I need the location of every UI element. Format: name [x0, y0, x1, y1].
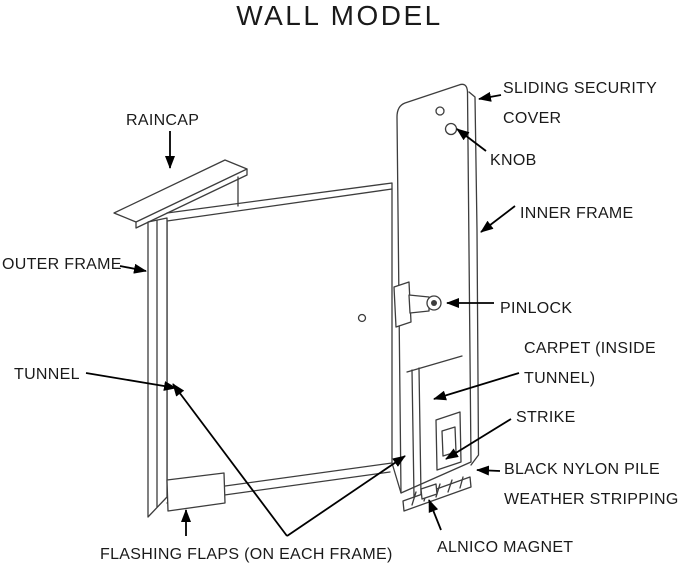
label-sliding-security-cover: SLIDING SECURITY COVER — [503, 80, 658, 127]
flashing-flap-shape — [166, 472, 226, 512]
strike-plate-shape — [435, 411, 462, 471]
face-screw — [357, 313, 367, 323]
sliding-cover-arrow — [478, 91, 502, 102]
label-knob: KNOB — [490, 152, 537, 169]
pinlock-plate — [393, 281, 412, 328]
tunnel-corner-join — [391, 462, 402, 494]
tunnel-arrow — [85, 372, 177, 391]
raincap-lip — [135, 168, 248, 229]
unit-drawing — [113, 83, 480, 518]
label-inner-frame: INNER FRAME — [520, 205, 634, 222]
label-carpet-inside-tunnel: CARPET (INSIDE TUNNEL) — [524, 340, 656, 387]
label-pinlock: PINLOCK — [500, 300, 573, 317]
strike-arrow — [445, 418, 512, 460]
carpet-arrow — [433, 372, 520, 401]
interior-opening-edge — [406, 355, 463, 373]
weather-strip-line-1 — [411, 369, 415, 498]
label-strike: STRIKE — [516, 409, 576, 426]
flashing-flaps-arrow-right — [286, 455, 406, 537]
screw-hole — [435, 106, 445, 116]
pinlock-pin-tip — [431, 300, 437, 306]
outer-frame-arrow — [119, 263, 147, 274]
label-raincap: RAINCAP — [126, 112, 200, 129]
knob-arrow — [456, 128, 487, 152]
label-black-nylon-pile-weather-stripping: BLACK NYLON PILE WEATHER STRIPPING — [504, 461, 679, 508]
label-tunnel: TUNNEL — [14, 366, 80, 383]
tunnel-face-shape — [166, 188, 393, 495]
alnico-magnet-arrow — [428, 499, 442, 531]
leader-lines — [85, 91, 520, 537]
weather-stripping-arrow — [476, 465, 501, 476]
weather-strip-line-2 — [418, 367, 422, 496]
sliding-cover-shape — [396, 83, 472, 494]
inner-frame-arrow — [480, 205, 516, 233]
label-outer-frame: OUTER FRAME — [2, 256, 122, 273]
inner-frame-edge — [468, 91, 480, 466]
label-flashing-flaps: FLASHING FLAPS (ON EACH FRAME) — [100, 546, 393, 563]
diagram-title: WALL MODEL — [236, 0, 443, 31]
flashing-flaps-arrow-left — [172, 383, 288, 537]
pinlock-barrel — [408, 294, 430, 314]
label-alnico-magnet: ALNICO MAGNET — [437, 539, 574, 556]
tunnel-top-edge — [166, 182, 393, 214]
magnet-shape — [420, 483, 438, 500]
